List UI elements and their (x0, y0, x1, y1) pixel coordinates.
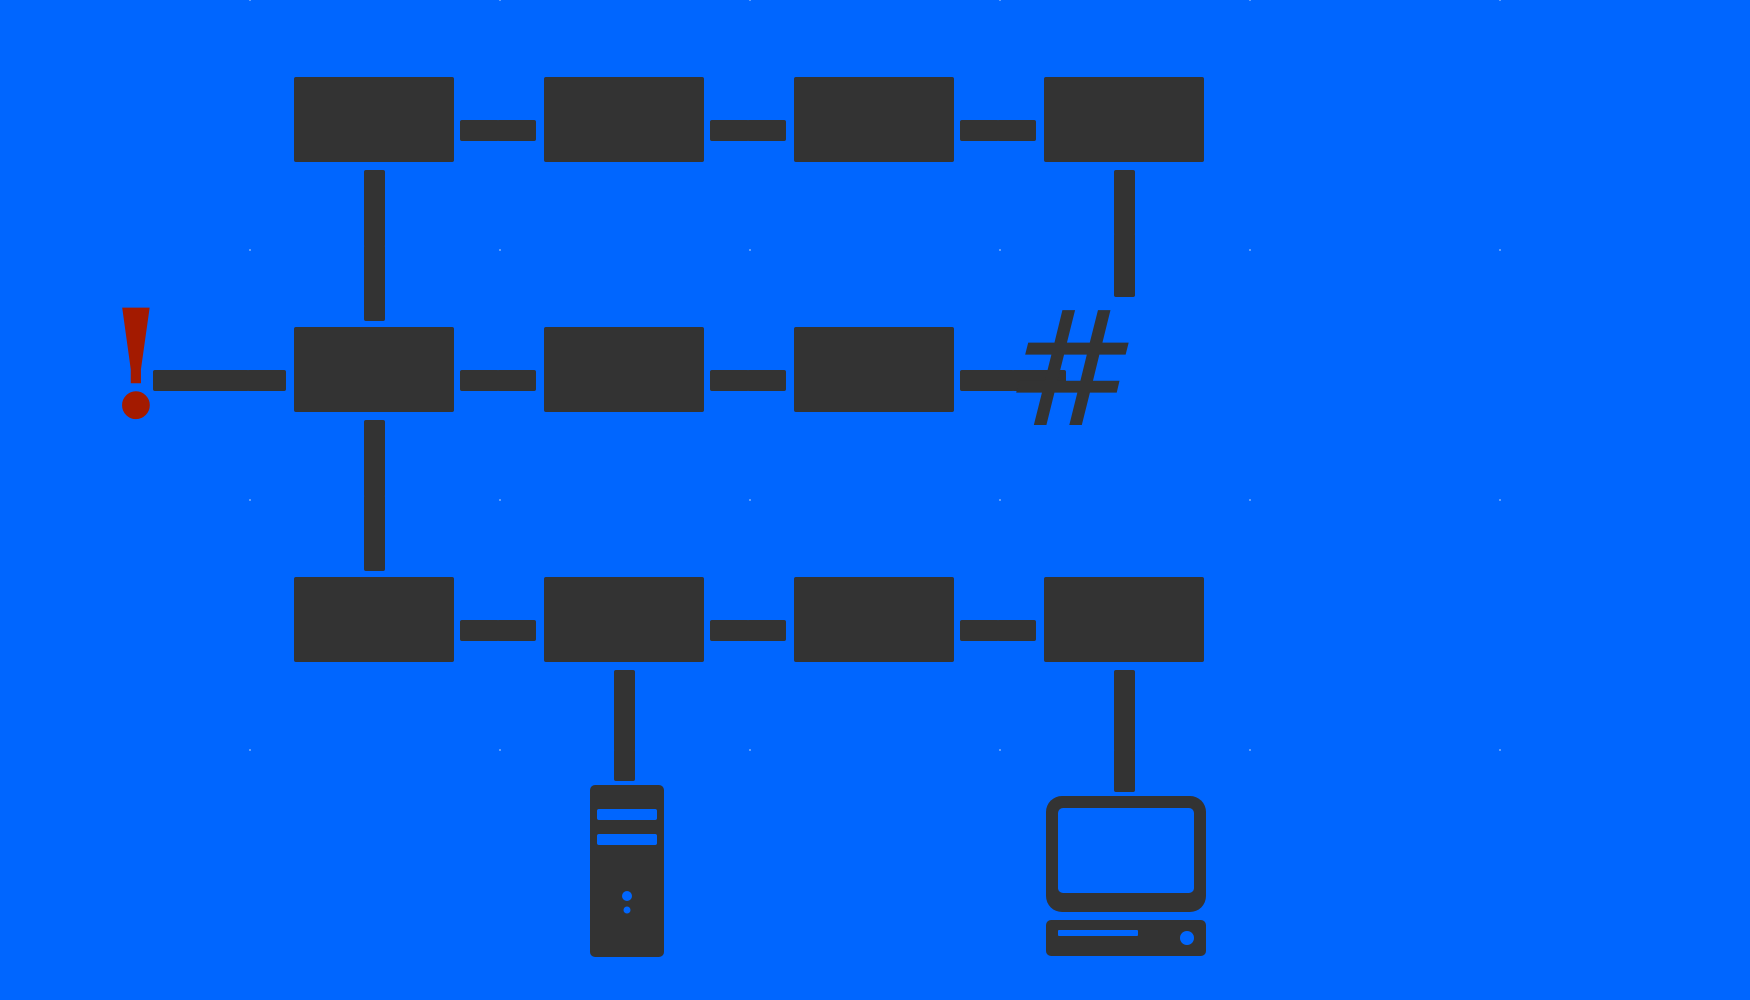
grid-dot (749, 0, 751, 1)
grid-dot (999, 0, 1001, 1)
grid-dot (499, 249, 501, 251)
link-segment (153, 369, 249, 391)
board-tile-r1-c0[interactable] (294, 327, 454, 412)
link-segment (497, 119, 536, 141)
link-segment (614, 670, 635, 751)
grid-dot (499, 499, 501, 501)
link-segment (1114, 670, 1135, 751)
grid-dot (749, 499, 751, 501)
board-tile-r1-c2[interactable] (794, 327, 954, 412)
link-segment (960, 619, 999, 641)
link-segment (960, 119, 999, 141)
link-segment (997, 619, 1036, 641)
link-segment (364, 244, 385, 321)
link-segment (364, 170, 385, 247)
server-tower-icon[interactable] (590, 785, 666, 959)
link-segment (497, 619, 536, 641)
board-tile-r1-c1[interactable] (544, 327, 704, 412)
link-segment (747, 119, 786, 141)
grid-dot (1249, 499, 1251, 501)
board-tile-r2-c2[interactable] (794, 577, 954, 662)
grid-dot (1499, 0, 1501, 1)
grid-dot (499, 0, 501, 1)
grid-dot (249, 0, 251, 1)
link-segment (1114, 170, 1135, 235)
link-segment (614, 749, 635, 781)
link-segment (460, 369, 499, 391)
grid-dot (1249, 249, 1251, 251)
link-segment (364, 420, 385, 497)
link-segment (960, 369, 1014, 391)
board-tile-r2-c3[interactable] (1044, 577, 1204, 662)
board-tile-r0-c2[interactable] (794, 77, 954, 162)
grid-dot (999, 249, 1001, 251)
link-segment (747, 369, 786, 391)
grid-dot (249, 249, 251, 251)
link-segment (710, 619, 749, 641)
link-segment (1114, 232, 1135, 297)
board-tile-r2-c1[interactable] (544, 577, 704, 662)
grid-dot (749, 749, 751, 751)
link-segment (460, 619, 499, 641)
link-segment (1012, 369, 1066, 391)
board-tile-r0-c1[interactable] (544, 77, 704, 162)
board-tile-r2-c0[interactable] (294, 577, 454, 662)
link-segment (460, 119, 499, 141)
board-tile-r0-c0[interactable] (294, 77, 454, 162)
board-tile-r0-c3[interactable] (1044, 77, 1204, 162)
desktop-computer-icon[interactable] (1045, 795, 1207, 957)
link-segment (1114, 749, 1135, 792)
grid-dot (249, 499, 251, 501)
exclamation-icon: ! (103, 277, 169, 453)
link-segment (710, 369, 749, 391)
link-segment (364, 494, 385, 571)
hash-icon[interactable]: # (1005, 276, 1140, 463)
grid-dot (1249, 0, 1251, 1)
link-segment (247, 369, 286, 391)
grid-dot (499, 749, 501, 751)
grid-dot (999, 749, 1001, 751)
link-segment (710, 119, 749, 141)
grid-dot (749, 249, 751, 251)
grid-dot (1249, 749, 1251, 751)
grid-dot (249, 749, 251, 751)
link-segment (497, 369, 536, 391)
grid-dot (1499, 499, 1501, 501)
grid-dot (1499, 249, 1501, 251)
link-segment (997, 119, 1036, 141)
grid-dot (1499, 749, 1501, 751)
grid-dot (999, 499, 1001, 501)
link-segment (747, 619, 786, 641)
